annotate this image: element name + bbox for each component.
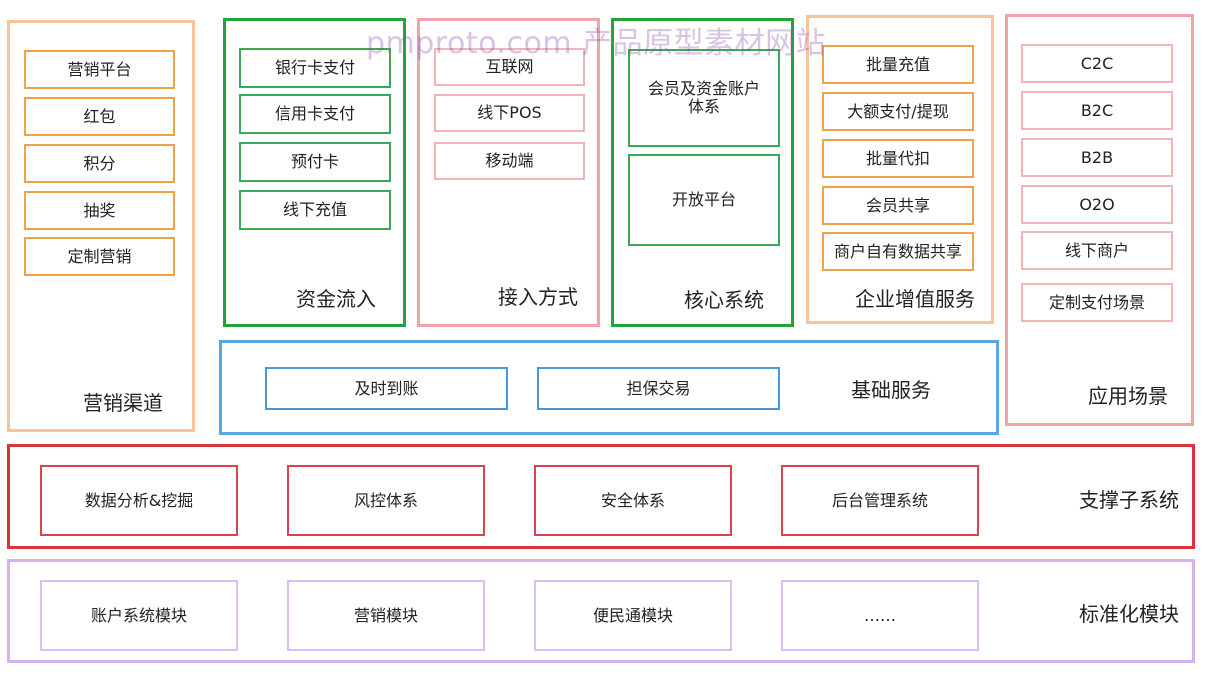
marketing-channel-group: 营销平台 红包 积分 抽奖 定制营销 营销渠道 xyxy=(7,20,195,432)
support-subsystem-item: 安全体系 xyxy=(534,465,732,536)
marketing-item: 红包 xyxy=(24,97,175,136)
funds-inflow-item: 线下充值 xyxy=(239,190,391,230)
application-scenario-group: C2C B2C B2B O2O 线下商户 定制支付场景 应用场景 xyxy=(1005,14,1194,426)
support-subsystem-item: 风控体系 xyxy=(287,465,485,536)
core-system-item: 开放平台 xyxy=(628,154,780,246)
enterprise-value-item: 批量充值 xyxy=(822,45,974,84)
application-scenario-title: 应用场景 xyxy=(1088,384,1168,408)
access-method-item: 移动端 xyxy=(434,142,585,180)
enterprise-value-item: 会员共享 xyxy=(822,186,974,225)
funds-inflow-item: 银行卡支付 xyxy=(239,48,391,88)
core-system-group: 会员及资金账户体系 开放平台 核心系统 xyxy=(611,18,794,327)
standard-module-title: 标准化模块 xyxy=(1079,602,1179,626)
enterprise-value-item: 大额支付/提现 xyxy=(822,92,974,131)
access-method-item: 互联网 xyxy=(434,48,585,86)
funds-inflow-title: 资金流入 xyxy=(296,287,376,311)
funds-inflow-group: 银行卡支付 信用卡支付 预付卡 线下充值 资金流入 xyxy=(223,18,406,327)
basic-service-item: 及时到账 xyxy=(265,367,508,410)
scenario-item: 定制支付场景 xyxy=(1021,283,1173,322)
scenario-item: C2C xyxy=(1021,44,1173,83)
enterprise-value-item: 批量代扣 xyxy=(822,139,974,178)
basic-service-group: 及时到账 担保交易 基础服务 xyxy=(219,340,999,435)
standard-module-item: 账户系统模块 xyxy=(40,580,238,651)
core-system-title: 核心系统 xyxy=(684,288,764,312)
enterprise-value-item: 商户自有数据共享 xyxy=(822,232,974,271)
marketing-item: 营销平台 xyxy=(24,50,175,89)
scenario-item: B2B xyxy=(1021,138,1173,177)
access-method-item: 线下POS xyxy=(434,94,585,132)
basic-service-item: 担保交易 xyxy=(537,367,780,410)
marketing-item: 定制营销 xyxy=(24,237,175,276)
support-subsystem-item: 数据分析&挖掘 xyxy=(40,465,238,536)
funds-inflow-item: 信用卡支付 xyxy=(239,94,391,134)
enterprise-value-title: 企业增值服务 xyxy=(855,287,975,311)
standard-module-group: 账户系统模块 营销模块 便民通模块 …… 标准化模块 xyxy=(7,559,1195,663)
standard-module-item: …… xyxy=(781,580,979,651)
support-subsystem-group: 数据分析&挖掘 风控体系 安全体系 后台管理系统 支撑子系统 xyxy=(7,444,1195,549)
enterprise-value-group: 批量充值 大额支付/提现 批量代扣 会员共享 商户自有数据共享 企业增值服务 xyxy=(806,15,994,324)
marketing-item: 抽奖 xyxy=(24,191,175,230)
basic-service-title: 基础服务 xyxy=(851,378,931,402)
scenario-item: 线下商户 xyxy=(1021,231,1173,270)
access-method-group: 互联网 线下POS 移动端 接入方式 xyxy=(417,18,600,327)
core-system-item: 会员及资金账户体系 xyxy=(628,49,780,147)
access-method-title: 接入方式 xyxy=(498,285,578,309)
scenario-item: O2O xyxy=(1021,185,1173,224)
support-subsystem-item: 后台管理系统 xyxy=(781,465,979,536)
support-subsystem-title: 支撑子系统 xyxy=(1079,488,1179,512)
marketing-item: 积分 xyxy=(24,144,175,183)
funds-inflow-item: 预付卡 xyxy=(239,142,391,182)
scenario-item: B2C xyxy=(1021,91,1173,130)
standard-module-item: 营销模块 xyxy=(287,580,485,651)
watermark: pmproto.com 产品原型素材网站 xyxy=(366,26,827,61)
standard-module-item: 便民通模块 xyxy=(534,580,732,651)
marketing-channel-title: 营销渠道 xyxy=(83,391,163,415)
